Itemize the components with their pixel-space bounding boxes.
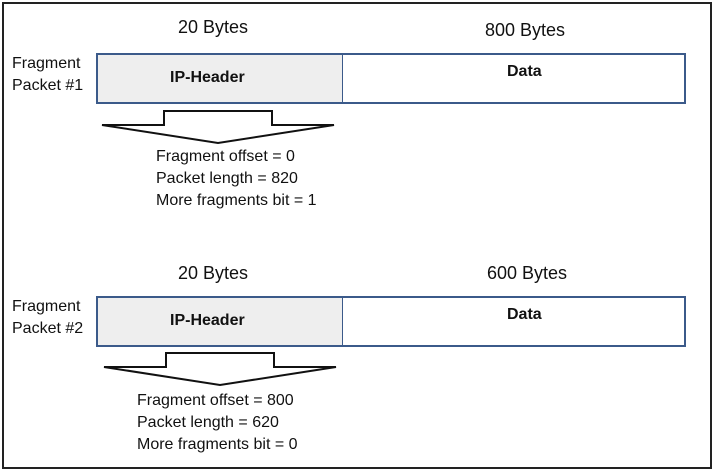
- fragment-offset-text: Fragment offset = 800: [137, 392, 294, 409]
- packet-length-text: Packet length = 620: [137, 414, 279, 431]
- ip-header-cell: [98, 298, 343, 345]
- ip-header-cell: [98, 55, 343, 102]
- data-size-label: 800 Bytes: [485, 20, 566, 40]
- more-fragments-text: More fragments bit = 1: [156, 192, 317, 209]
- fragment-info-block: Fragment offset = 0 Packet length = 820 …: [156, 146, 317, 212]
- fragment-packet-bar: [96, 53, 686, 104]
- packet-length-text: Packet length = 820: [156, 170, 298, 187]
- more-fragments-text: More fragments bit = 0: [137, 436, 298, 453]
- fragment-info-block: Fragment offset = 800 Packet length = 62…: [137, 390, 298, 456]
- ip-header-label: IP-Header: [170, 312, 245, 329]
- down-arrow-icon: [103, 352, 337, 387]
- fragment-packet-bar: [96, 296, 686, 347]
- fragment-packet-label: Fragment Packet #2: [12, 296, 83, 340]
- data-size-label: 600 Bytes: [487, 263, 568, 283]
- down-arrow-icon: [101, 110, 335, 145]
- fragment-label-line2: Packet #1: [12, 77, 84, 94]
- data-label: Data: [507, 63, 542, 80]
- fragment-label-line1: Fragment: [12, 298, 81, 315]
- fragment-label-line2: Packet #2: [12, 320, 84, 337]
- fragment-packet-label: Fragment Packet #1: [12, 53, 83, 97]
- header-size-label: 20 Bytes: [178, 17, 249, 37]
- fragment-offset-text: Fragment offset = 0: [156, 148, 295, 165]
- data-label: Data: [507, 306, 542, 323]
- ip-header-label: IP-Header: [170, 69, 245, 86]
- diagram-frame: [2, 2, 712, 469]
- fragment-label-line1: Fragment: [12, 55, 81, 72]
- header-size-label: 20 Bytes: [178, 263, 249, 283]
